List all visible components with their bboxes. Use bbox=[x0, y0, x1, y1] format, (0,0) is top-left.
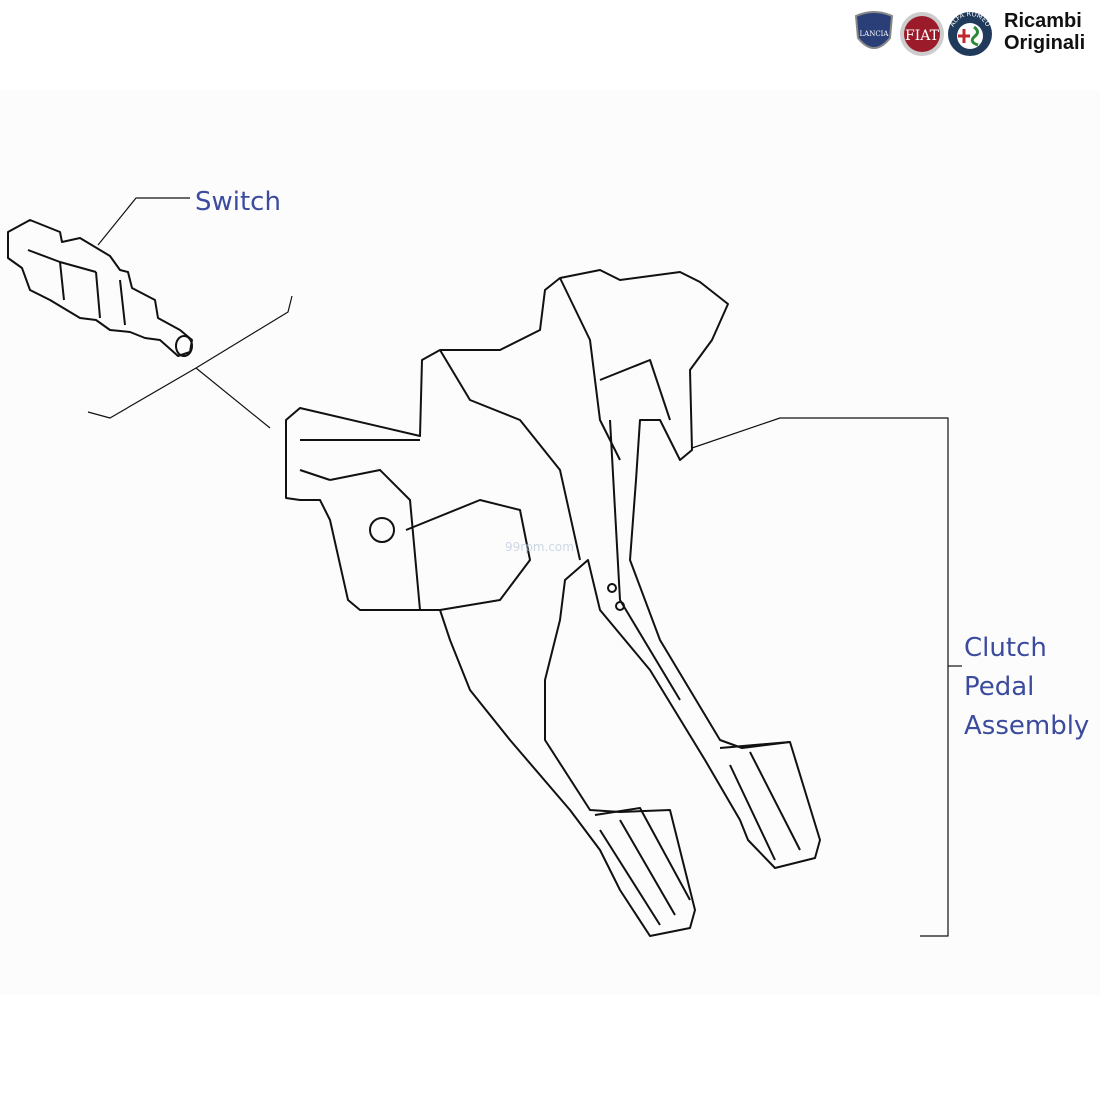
fiat-logo: FIAT bbox=[900, 12, 944, 56]
assembly-label-line-1: Clutch bbox=[964, 633, 1047, 663]
brand-logos: LANCIA FIAT ALFA ROMEO bbox=[854, 10, 992, 56]
lancia-logo: LANCIA bbox=[854, 11, 894, 49]
switch-label: Switch bbox=[195, 187, 281, 217]
watermark: 99rpm.com bbox=[505, 540, 574, 554]
alfa-romeo-logo: ALFA ROMEO bbox=[948, 10, 992, 56]
assembly-label-line-3: Assembly bbox=[964, 711, 1090, 741]
diagram-background bbox=[0, 90, 1100, 995]
switch-part bbox=[7, 219, 193, 357]
switch-leader bbox=[87, 197, 293, 429]
fiat-logo-text: FIAT bbox=[905, 28, 940, 44]
clutch-pedal-assembly-label: Clutch Pedal Assembly bbox=[964, 629, 1089, 746]
assembly-leader bbox=[691, 417, 962, 937]
assembly-label-line-2: Pedal bbox=[964, 672, 1035, 702]
brand-line-2: Originali bbox=[1004, 32, 1086, 54]
brand-title: Ricambi Originali bbox=[1004, 10, 1085, 54]
pedal-assembly-part bbox=[285, 269, 821, 937]
lancia-logo-text: LANCIA bbox=[859, 30, 889, 38]
brand-line-1: Ricambi bbox=[1004, 10, 1082, 32]
